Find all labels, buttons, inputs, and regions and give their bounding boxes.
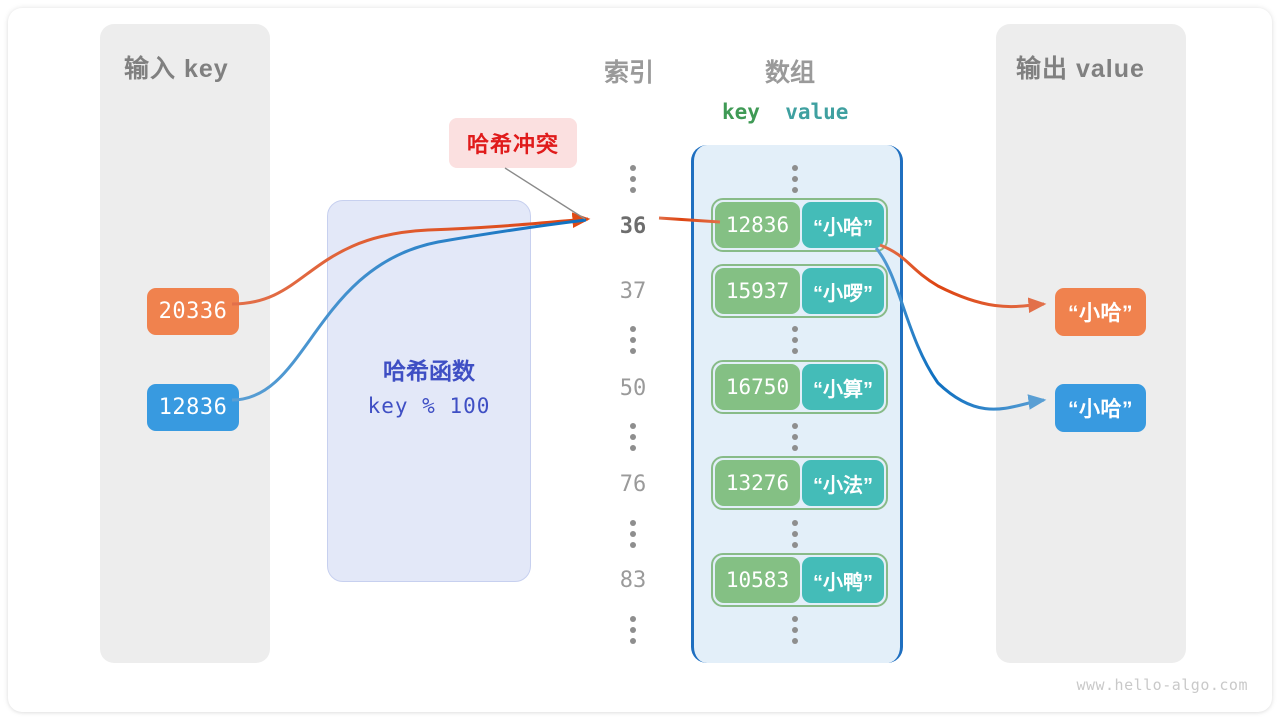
index-label-83: 83 <box>619 568 647 593</box>
array-bucket-36: 12836 “小哈” <box>711 198 888 252</box>
array-bucket-83: 10583 “小鸭” <box>711 553 888 607</box>
key-header-label: key <box>722 100 760 124</box>
output-value-chip-blue: “小哈” <box>1055 384 1146 432</box>
input-key-chip-label: 20336 <box>158 299 228 324</box>
input-key-chip-label: 12836 <box>158 395 228 420</box>
array-column-header: 数组 <box>765 59 816 87</box>
index-ellipsis <box>628 165 638 193</box>
index-column-header: 索引 <box>604 59 655 87</box>
output-value-chip-orange: “小哈” <box>1055 288 1146 336</box>
input-key-chip-20336: 20336 <box>147 288 239 335</box>
index-ellipsis <box>628 326 638 354</box>
array-ellipsis <box>790 423 800 451</box>
array-ellipsis <box>790 165 800 193</box>
index-label-76: 76 <box>619 472 647 497</box>
bucket-value: “小鸭” <box>801 557 884 603</box>
index-label-37: 37 <box>619 279 647 304</box>
bucket-value: “小法” <box>801 460 884 506</box>
hash-function-box: 哈希函数 key % 100 <box>327 200 531 582</box>
index-ellipsis <box>628 616 638 644</box>
bucket-value: “小啰” <box>801 268 884 314</box>
bucket-value: “小哈” <box>801 202 884 248</box>
bucket-key: 10583 <box>715 557 800 603</box>
index-label-36: 36 <box>619 214 647 239</box>
hash-function-title: 哈希函数 <box>383 358 475 384</box>
bucket-key: 13276 <box>715 460 800 506</box>
hash-function-expression: key % 100 <box>367 394 491 418</box>
bucket-key: 16750 <box>715 364 800 410</box>
output-value-label: “小哈” <box>1068 398 1133 421</box>
input-panel-title: 输入 key <box>124 55 229 83</box>
index-label-50: 50 <box>619 376 647 401</box>
value-header-label: value <box>785 100 849 124</box>
array-ellipsis <box>790 616 800 644</box>
hash-collision-badge: 哈希冲突 <box>449 118 578 168</box>
array-bucket-50: 16750 “小算” <box>711 360 888 414</box>
input-key-panel: 输入 key <box>100 24 270 663</box>
array-bucket-76: 13276 “小法” <box>711 456 888 510</box>
input-key-chip-12836: 12836 <box>147 384 239 431</box>
output-value-panel: 输出 value <box>996 24 1186 663</box>
diagram-canvas: 输入 key 20336 12836 哈希函数 key % 100 哈希冲突 索… <box>8 8 1272 712</box>
watermark: www.hello-algo.com <box>1076 676 1248 694</box>
array-ellipsis <box>790 520 800 548</box>
array-bucket-37: 15937 “小啰” <box>711 264 888 318</box>
array-ellipsis <box>790 326 800 354</box>
output-value-label: “小哈” <box>1068 302 1133 325</box>
output-panel-title: 输出 value <box>1016 55 1145 83</box>
hash-table-array: 12836 “小哈” 15937 “小啰” 16750 “小算” 13276 “… <box>691 145 903 663</box>
index-ellipsis <box>628 423 638 451</box>
index-ellipsis <box>628 520 638 548</box>
key-value-header: key value <box>722 100 848 124</box>
bucket-key: 15937 <box>715 268 800 314</box>
bucket-key: 12836 <box>715 202 800 248</box>
bucket-value: “小算” <box>801 364 884 410</box>
